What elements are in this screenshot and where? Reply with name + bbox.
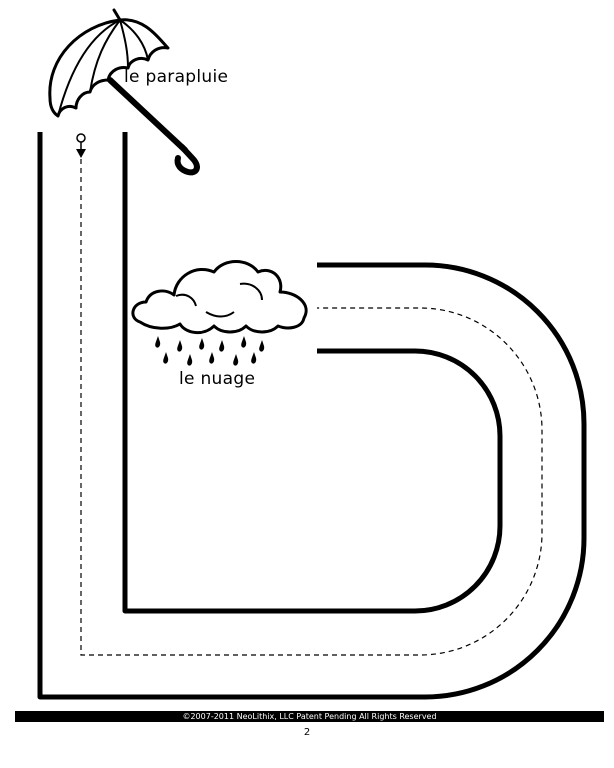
letter-inner-outline bbox=[122, 132, 503, 614]
tracing-dashed-path[interactable] bbox=[80, 150, 543, 656]
copyright-footer: ©2007-2011 NeoLithix, LLC Patent Pending… bbox=[15, 711, 604, 722]
cloud-label: le nuage bbox=[179, 369, 256, 389]
umbrella-label: le parapluie bbox=[124, 67, 229, 87]
rain-cloud-icon bbox=[131, 260, 308, 366]
page-number: 2 bbox=[303, 727, 311, 738]
letter-outer-outline bbox=[37, 132, 587, 700]
umbrella-icon bbox=[48, 8, 200, 176]
start-arrow-icon bbox=[76, 133, 86, 158]
